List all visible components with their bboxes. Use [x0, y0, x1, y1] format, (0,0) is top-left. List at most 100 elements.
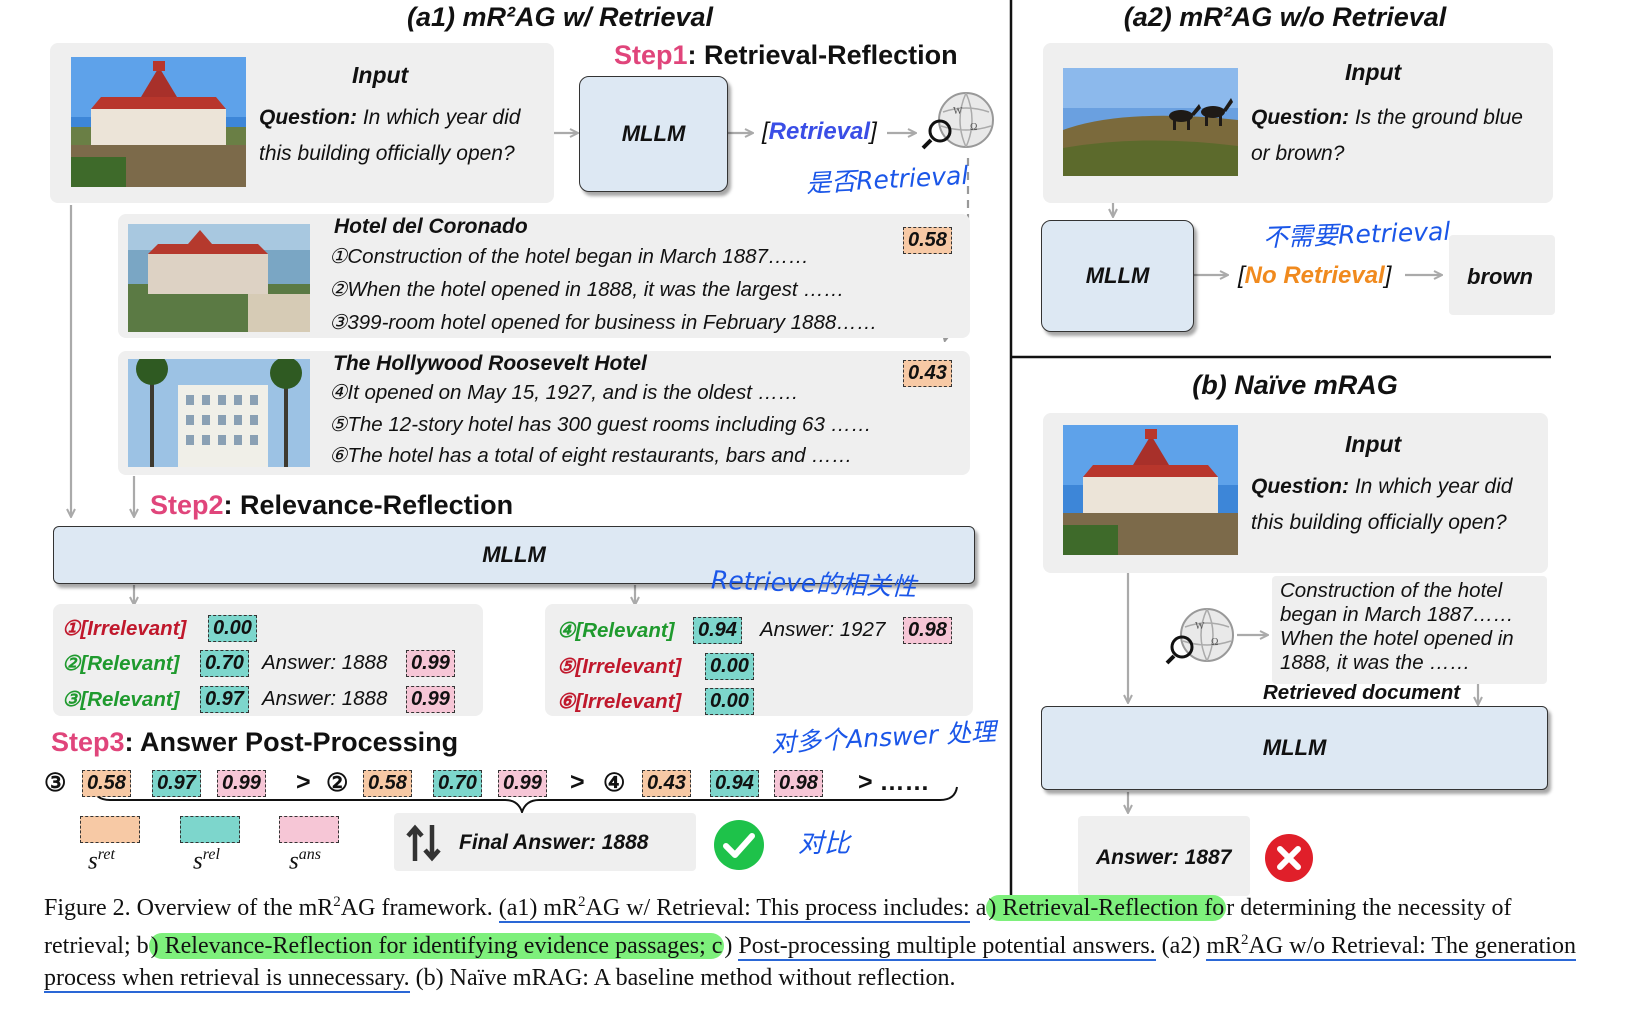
result-4-num: ④ [557, 619, 576, 642]
doc-2-line-2: ⑤The 12-story hotel has 300 guest rooms … [329, 413, 872, 436]
b-mllm-box: MLLM [1041, 706, 1548, 790]
no-retrieval-token: [No Retrieval] [1238, 262, 1392, 289]
b-doc-line-3: When the hotel opened in [1280, 627, 1514, 650]
result-1: ①[Irrelevant] [62, 616, 186, 641]
result-4: ④[Relevant] [557, 618, 675, 643]
b-question-line1: In which year did [1354, 475, 1513, 498]
b-retrieved-doc-card [1272, 576, 1547, 684]
panel-b-title: (b) Naïve mRAG [1192, 370, 1398, 400]
b-question-label: Question: [1251, 475, 1349, 498]
a1-mllm-box: MLLM [579, 76, 728, 192]
svg-text:W: W [1195, 621, 1205, 632]
result-4-relevance-score: 0.94 [693, 617, 742, 644]
result-4-answer-score: 0.98 [903, 617, 952, 644]
result-2-answer-score: 0.99 [406, 650, 455, 677]
rank-3-ret: 0.43 [642, 770, 691, 797]
a1-question: Question: In which year did this buildin… [259, 100, 520, 172]
result-1-relevance-score: 0.00 [208, 615, 257, 642]
step1-name: : Retrieval-Reflection [687, 40, 958, 70]
doc-2-title: The Hollywood Roosevelt Hotel [333, 352, 647, 375]
rank-3-ans: 0.98 [774, 770, 823, 797]
result-2-tag: [Relevant] [80, 652, 180, 675]
svg-text:W: W [953, 106, 963, 117]
result-5-num: ⑤ [557, 655, 576, 678]
doc-1-line-2: ②When the hotel opened in 1888, it was t… [329, 278, 845, 301]
a2-question-line2: or brown? [1251, 142, 1345, 165]
rank-ellipsis: > …… [858, 768, 930, 796]
cross-icon [1264, 833, 1314, 883]
check-icon [713, 819, 765, 871]
a2-mllm-box: MLLM [1041, 220, 1194, 332]
a2-question-line1: Is the ground blue [1354, 106, 1523, 129]
a2-input-header: Input [1345, 59, 1402, 85]
retrieval-token-text: Retrieval [768, 118, 871, 145]
b-hotel-coronado-photo [1063, 425, 1238, 555]
result-4-answer: Answer: 1927 [760, 618, 886, 641]
rank-1-ret: 0.58 [82, 770, 131, 797]
result-5-relevance-score: 0.00 [705, 653, 754, 680]
legend-rel-label: srel [193, 846, 220, 875]
result-6-num: ⑥ [557, 690, 576, 713]
handwritten-note-no-retrieval: 不需要Retrieval [1262, 216, 1451, 253]
rank-2-ans: 0.99 [498, 770, 547, 797]
a2-question-label: Question: [1251, 106, 1349, 129]
result-3-tag: [Relevant] [80, 688, 180, 711]
result-3: ③[Relevant] [62, 687, 180, 712]
hotel-coronado-photo [71, 57, 246, 187]
rank-1-ans: 0.99 [217, 770, 266, 797]
result-6-tag: [Irrelevant] [575, 690, 682, 713]
legend-ret-label: sret [88, 846, 115, 875]
result-1-num: ① [62, 617, 81, 640]
svg-text:Ω: Ω [1211, 637, 1218, 648]
final-answer: Final Answer: 1888 [459, 831, 649, 854]
handwritten-note-relevance: Retrieve的相关性 [710, 565, 917, 602]
retrieval-token: [Retrieval] [762, 118, 877, 145]
result-5: ⑤[Irrelevant] [557, 654, 681, 679]
result-2-relevance-score: 0.70 [200, 650, 249, 677]
b-doc-line-4: 1888, it was the …… [1280, 651, 1471, 674]
rank-gt-2: > [570, 768, 585, 796]
rank-2-rel: 0.70 [433, 770, 482, 797]
rank-1-num: ③ [44, 769, 67, 797]
sort-arrows-icon [405, 823, 443, 863]
results-card-right [545, 604, 973, 716]
doc-1-retrieval-score: 0.58 [903, 227, 952, 254]
a2-answer-card [1449, 235, 1555, 315]
step2-header: Step2: Relevance-Reflection [150, 490, 513, 521]
rank-3-num: ④ [603, 769, 626, 797]
result-3-answer-score: 0.99 [406, 686, 455, 713]
b-question-line2: this building officially open? [1251, 511, 1507, 534]
b-answer-card [1078, 816, 1250, 896]
b-input-header: Input [1345, 431, 1402, 457]
step3-header: Step3: Answer Post-Processing [51, 727, 458, 758]
step1-header: Step1: Retrieval-Reflection [614, 40, 958, 71]
figure-caption: Figure 2. Overview of the mR2AG framewor… [44, 894, 1576, 993]
doc-2-line-1: ④It opened on May 15, 1927, and is the o… [329, 381, 799, 404]
b-retrieved-doc-text: Construction of the hotel began in March… [1280, 579, 1514, 675]
panel-a1-title: (a1) mR²AG w/ Retrieval [406, 2, 714, 32]
step3-name: : Answer Post-Processing [124, 727, 459, 757]
step3-brace [92, 786, 958, 816]
a1-question-line1: In which year did [362, 106, 521, 129]
rank-2-num: ② [326, 769, 349, 797]
b-wikipedia-globe-icon: W Ω [1165, 605, 1239, 667]
wikipedia-globe-icon: W Ω [918, 90, 1002, 152]
result-3-num: ③ [62, 688, 81, 711]
legend-ret-swatch [80, 816, 140, 843]
rank-1-rel: 0.97 [152, 770, 201, 797]
a1-question-line2: this building officially open? [259, 142, 515, 165]
step2-name: : Relevance-Reflection [223, 490, 514, 520]
result-1-tag: [Irrelevant] [80, 617, 187, 640]
result-2-answer: Answer: 1888 [262, 651, 388, 674]
b-doc-line-1: Construction of the hotel [1280, 579, 1503, 602]
result-6: ⑥[Irrelevant] [557, 689, 681, 714]
hollywood-roosevelt-photo [128, 359, 310, 467]
legend-ans-label: sans [289, 846, 321, 875]
a1-mllm-wide-box: MLLM [53, 526, 975, 584]
rank-3-rel: 0.94 [710, 770, 759, 797]
result-4-tag: [Relevant] [575, 619, 675, 642]
a2-answer: brown [1467, 264, 1533, 289]
hotel-coronado-aerial-photo [128, 224, 310, 332]
doc-1-line-1: ①Construction of the hotel began in Marc… [329, 245, 809, 268]
result-2-num: ② [62, 652, 81, 675]
